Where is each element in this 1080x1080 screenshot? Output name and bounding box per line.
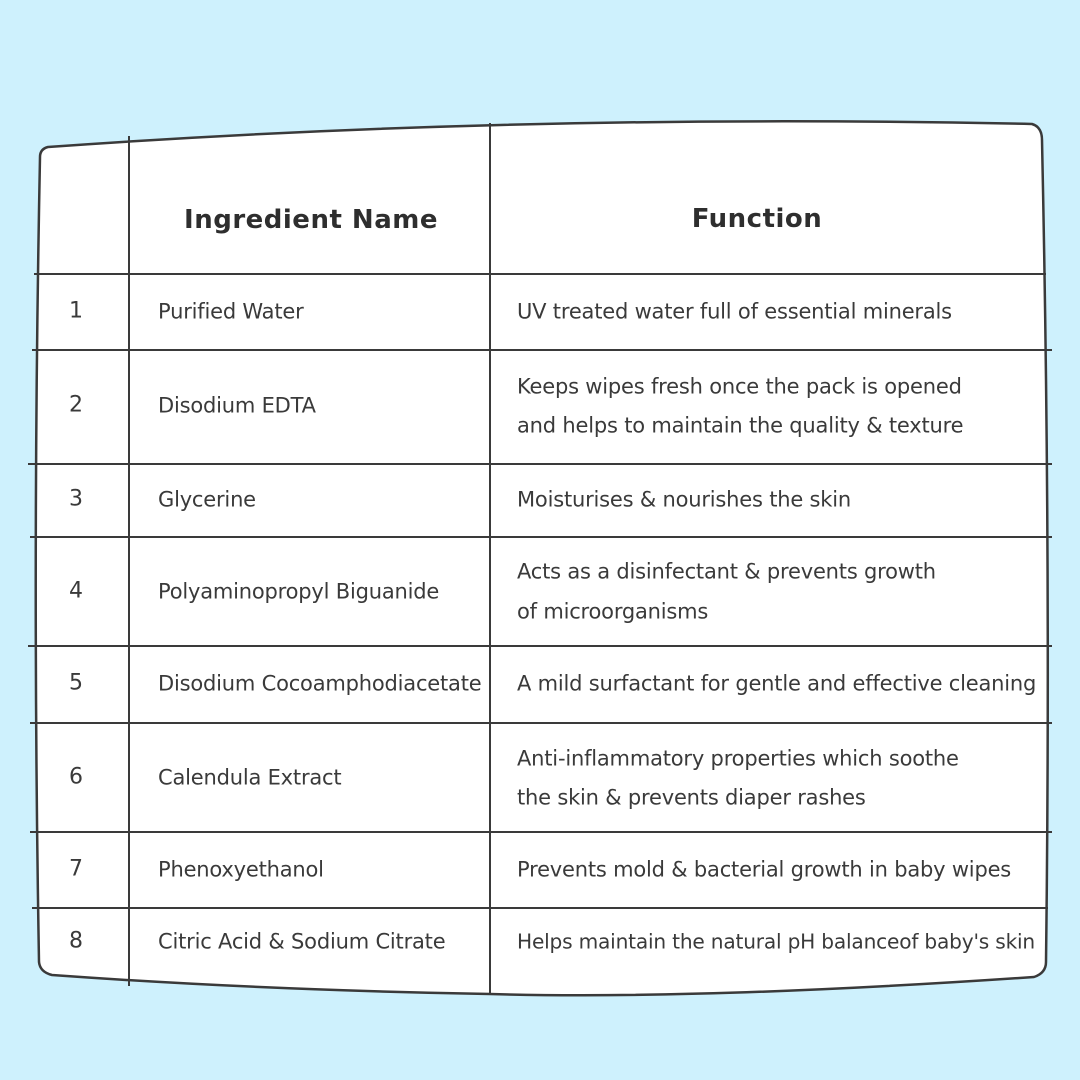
header-function: Function [691, 204, 823, 234]
ingredient-name: Disodium Cocoamphodiacetate [158, 671, 482, 696]
ingredient-function: and helps to maintain the quality & text… [517, 413, 964, 438]
ingredient-function: Anti-inflammatory properties which sooth… [517, 746, 959, 771]
row-number: 5 [69, 670, 83, 696]
ingredient-name: Glycerine [158, 487, 256, 512]
header-ingredient-name: Ingredient Name [184, 205, 438, 235]
row-number: 6 [69, 764, 83, 790]
ingredient-function: of microorganisms [517, 599, 709, 624]
row-number: 8 [69, 928, 83, 954]
row-number: 3 [69, 486, 83, 512]
row-number: 4 [69, 578, 83, 604]
ingredient-name: Polyaminopropyl Biguanide [158, 579, 440, 604]
ingredient-function: A mild surfactant for gentle and effecti… [517, 671, 1037, 696]
ingredient-function: Keeps wipes fresh once the pack is opene… [517, 374, 962, 399]
ingredient-function: Acts as a disinfectant & prevents growth [517, 559, 936, 584]
ingredient-function: the skin & prevents diaper rashes [517, 785, 866, 810]
row-number: 7 [69, 856, 83, 882]
ingredient-function: Prevents mold & bacterial growth in baby… [517, 857, 1012, 882]
ingredient-name: Citric Acid & Sodium Citrate [158, 929, 446, 954]
ingredient-name: Disodium EDTA [158, 393, 316, 418]
ingredient-function: Helps maintain the natural pH balanceof … [517, 929, 1036, 954]
ingredient-name: Phenoxyethanol [158, 857, 324, 882]
ingredient-function: Moisturises & nourishes the skin [517, 487, 851, 512]
card-outline [34, 120, 1050, 997]
row-number: 1 [69, 298, 83, 324]
ingredient-name: Calendula Extract [158, 765, 342, 790]
row-number: 2 [69, 392, 83, 418]
ingredient-name: Purified Water [158, 299, 304, 324]
ingredient-function: UV treated water full of essential miner… [517, 299, 952, 324]
